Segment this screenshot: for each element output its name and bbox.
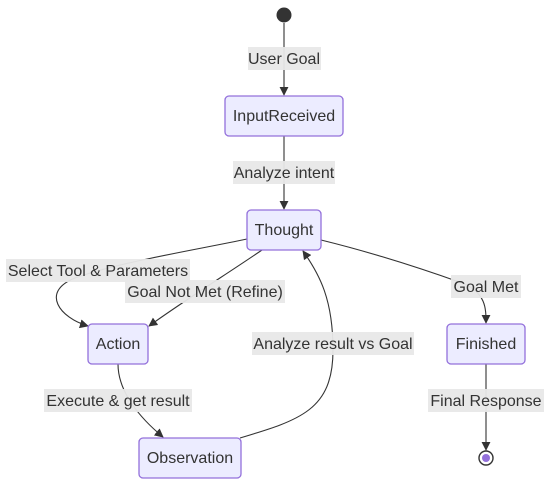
state-thought-label: Thought: [255, 222, 314, 239]
edge-label-goal-not-met: Goal Not Met (Refine): [125, 280, 285, 303]
edge-label-analyze-result-text: Analyze result vs Goal: [253, 336, 412, 353]
edge-label-final-response: Final Response: [428, 389, 544, 412]
edge-label-select-tool: Select Tool & Parameters: [6, 259, 190, 282]
edge-label-analyze-intent: Analyze intent: [233, 161, 335, 184]
edge-label-goal-met: Goal Met: [451, 275, 521, 298]
edge-label-user-goal: User Goal: [248, 47, 321, 70]
state-input-received: InputReceived: [224, 95, 344, 137]
state-observation: Observation: [138, 437, 242, 479]
edge-label-goal-met-text: Goal Met: [454, 279, 519, 296]
edge-label-user-goal-text: User Goal: [248, 51, 320, 68]
state-observation-label: Observation: [147, 450, 233, 467]
state-finished: Finished: [446, 323, 526, 365]
edge-label-final-response-text: Final Response: [430, 393, 541, 410]
edge-label-execute: Execute & get result: [44, 389, 192, 412]
edge-label-analyze-result: Analyze result vs Goal: [252, 332, 414, 355]
state-thought: Thought: [246, 209, 322, 251]
state-action-label: Action: [96, 336, 140, 353]
edge-thought-to-finished: [320, 239, 491, 324]
edge-label-select-tool-text: Select Tool & Parameters: [8, 263, 188, 280]
state-input-received-label: InputReceived: [233, 108, 335, 125]
end-state-dot: [478, 450, 494, 466]
edge-label-goal-not-met-text: Goal Not Met (Refine): [127, 284, 283, 301]
state-finished-label: Finished: [456, 336, 516, 353]
state-action: Action: [87, 323, 149, 365]
edge-label-execute-text: Execute & get result: [46, 393, 190, 410]
edge-label-analyze-intent-text: Analyze intent: [234, 165, 335, 182]
start-state-dot: [276, 7, 292, 23]
